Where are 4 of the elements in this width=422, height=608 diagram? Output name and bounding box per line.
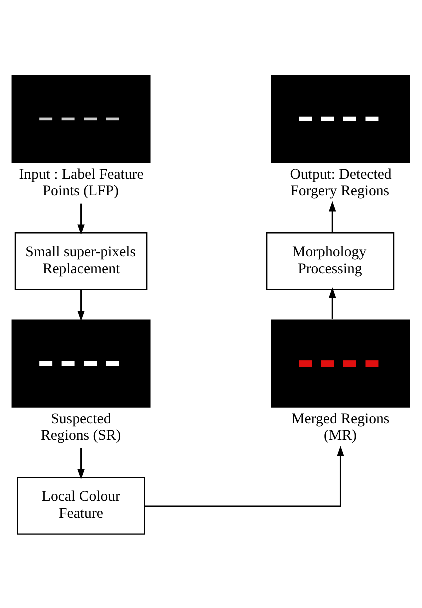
node-label: Merged Regions (MR) <box>292 410 390 444</box>
node-label: Output: Detected Forgery Regions <box>290 166 392 199</box>
node-label: Suspected Regions (SR) <box>40 410 122 444</box>
node-label: Input : Label Feature Points (LFP) <box>19 166 144 199</box>
